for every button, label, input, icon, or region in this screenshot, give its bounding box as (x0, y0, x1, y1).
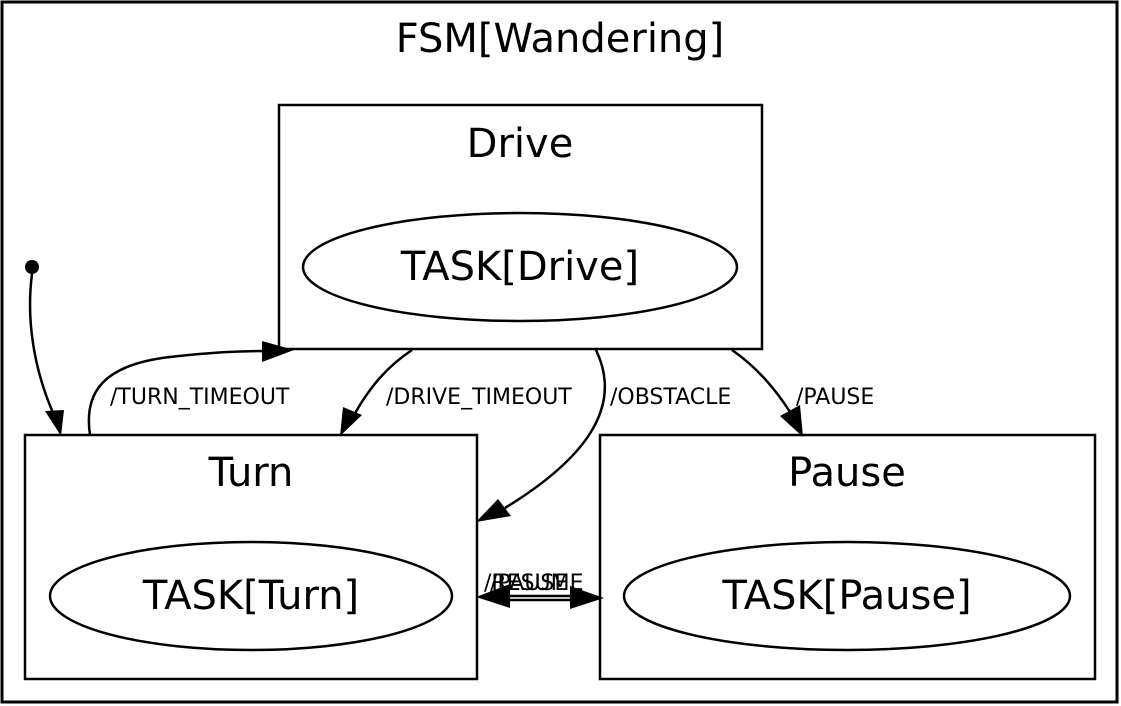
task-pause-label: TASK[Pause] (721, 573, 971, 619)
state-turn-box (23, 433, 479, 681)
edge-drive-timeout-label: /DRIVE_TIMEOUT (386, 385, 572, 410)
edge-pause-arrowhead (780, 405, 803, 437)
task-turn-node (48, 540, 454, 652)
edge-pause-turn-label: /PAUSE (490, 571, 568, 596)
task-drive-label: TASK[Drive] (400, 244, 639, 290)
edge-drive-timeout (352, 348, 413, 416)
state-drive-box (277, 103, 764, 351)
edge-pause-label: /PAUSE (796, 385, 874, 410)
edge-turn-timeout-arrowhead (262, 341, 294, 362)
task-turn-label: TASK[Turn] (142, 573, 359, 619)
edge-obstacle-label: /OBSTACLE (610, 385, 731, 410)
edge-pause-turn-arrowhead (570, 586, 604, 609)
edge-pause (731, 348, 792, 413)
state-pause-label: Pause (788, 450, 906, 496)
edge-resume-arrowhead (476, 584, 510, 608)
state-drive-label: Drive (467, 121, 574, 167)
state-pause: Pause TASK[Pause] (598, 433, 1097, 681)
edge-drive-timeout-arrowhead (340, 407, 362, 436)
initial-transition-arrowhead (45, 410, 64, 436)
initial-transition-arrow (28, 273, 56, 416)
task-pause-node (622, 540, 1072, 652)
edge-obstacle-arrowhead (476, 499, 511, 522)
edge-turn-timeout-label: /TURN_TIMEOUT (110, 385, 290, 410)
edge-resume-label: /RESUME (484, 571, 584, 596)
edge-turn-timeout (87, 349, 266, 436)
state-turn: Turn TASK[Turn] (23, 433, 479, 681)
edge-obstacle (504, 349, 607, 510)
state-pause-box (598, 433, 1097, 681)
diagram-title: FSM[Wandering] (396, 16, 725, 62)
state-drive: Drive TASK[Drive] (277, 103, 764, 351)
state-turn-label: Turn (208, 450, 294, 496)
initial-state-dot (25, 260, 39, 274)
task-drive-node (301, 211, 739, 323)
